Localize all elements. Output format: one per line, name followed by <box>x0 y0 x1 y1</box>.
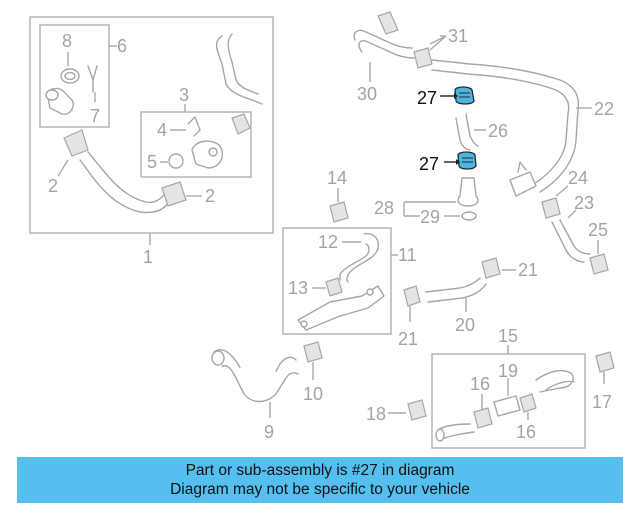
callout-16b: 16 <box>516 422 536 442</box>
arrow-27-lower <box>456 159 460 165</box>
callout-2a: 2 <box>48 176 58 196</box>
flange-part <box>191 140 224 169</box>
hose-19-part <box>535 369 575 393</box>
seal-ring-part <box>168 153 184 169</box>
fitting-28-part <box>457 177 479 207</box>
ring-29-part <box>461 211 477 221</box>
callout-7: 7 <box>90 106 100 126</box>
hose-12-part <box>339 232 379 283</box>
hose-9-part <box>211 348 299 403</box>
callout-12: 12 <box>318 232 338 252</box>
callout-3: 3 <box>179 85 189 105</box>
outlet-fitting-part <box>45 87 74 115</box>
callout-15: 15 <box>498 326 518 346</box>
callout-17: 17 <box>592 392 612 412</box>
callout-19: 19 <box>498 361 518 381</box>
callout-27a: 27 <box>417 88 437 108</box>
callout-18: 18 <box>366 404 386 424</box>
callout-8: 8 <box>62 31 72 51</box>
clamp-14-part <box>329 201 349 223</box>
clamp-27-upper-highlight <box>454 86 475 105</box>
o-ring-part <box>60 68 80 84</box>
clamp-25-part <box>589 253 609 275</box>
callout-14: 14 <box>327 168 347 188</box>
callout-21a: 21 <box>518 260 538 280</box>
callout-30: 30 <box>357 84 377 104</box>
hose-20-part <box>425 277 487 303</box>
breather-pipe-part <box>215 33 263 135</box>
connector-19-part <box>493 395 521 417</box>
hose-30-part <box>353 11 415 59</box>
info-banner: Part or sub-assembly is #27 in diagram D… <box>17 457 623 503</box>
assembly-box-15 <box>431 345 586 449</box>
clamp-27-lower-highlight <box>457 151 477 170</box>
spring-clip-part <box>187 116 201 137</box>
callout-22: 22 <box>594 99 614 119</box>
coolant-hose-part <box>63 129 187 214</box>
assembly-box-1 <box>29 16 274 245</box>
callout-16a: 16 <box>470 374 490 394</box>
callout-26: 26 <box>488 121 508 141</box>
callout-9: 9 <box>264 422 274 442</box>
clamp-10-part <box>303 341 323 363</box>
callout-23: 23 <box>574 193 594 213</box>
manifold-pipe-part <box>297 285 385 331</box>
banner-line-2: Diagram may not be specific to your vehi… <box>170 481 470 498</box>
banner-line-1: Part or sub-assembly is #27 in diagram <box>185 462 455 479</box>
callout-6: 6 <box>117 36 127 56</box>
callout-5: 5 <box>147 152 157 172</box>
assembly-box-11 <box>282 227 398 335</box>
callout-27b: 27 <box>419 154 439 174</box>
assembly-box-3 <box>140 104 252 178</box>
callout-29: 29 <box>420 207 440 227</box>
callout-31: 31 <box>448 26 468 46</box>
callout-28: 28 <box>374 198 394 218</box>
callout-11: 11 <box>398 245 417 265</box>
clamp-16-lower-part <box>473 407 493 429</box>
clamp-24-part <box>541 197 561 219</box>
callout-20: 20 <box>455 315 475 335</box>
clamp-13-part <box>325 277 343 297</box>
arrow-27-upper <box>454 93 458 99</box>
assembly-box-6 <box>39 24 117 128</box>
callout-21b: 21 <box>398 329 418 349</box>
clamp-21-upper-part <box>481 257 501 279</box>
callout-24: 24 <box>568 168 588 188</box>
clamp-21-lower-part <box>403 285 421 307</box>
callout-1: 1 <box>143 247 153 267</box>
callout-25: 25 <box>588 220 608 240</box>
callout-10: 10 <box>303 384 323 404</box>
clamp-17-part <box>595 351 615 373</box>
callout-4: 4 <box>157 120 167 140</box>
hose-15-part <box>435 423 475 442</box>
callout-13: 13 <box>288 278 308 298</box>
hose-26-part <box>455 113 479 151</box>
clamp-18-part <box>407 399 427 421</box>
clamp-31-part <box>413 47 433 69</box>
callout-2b: 2 <box>205 186 215 206</box>
clip-part <box>87 65 98 93</box>
hose-23-part <box>551 219 591 263</box>
clamp-16-upper-part <box>519 393 537 413</box>
valve-24-part <box>509 161 537 197</box>
